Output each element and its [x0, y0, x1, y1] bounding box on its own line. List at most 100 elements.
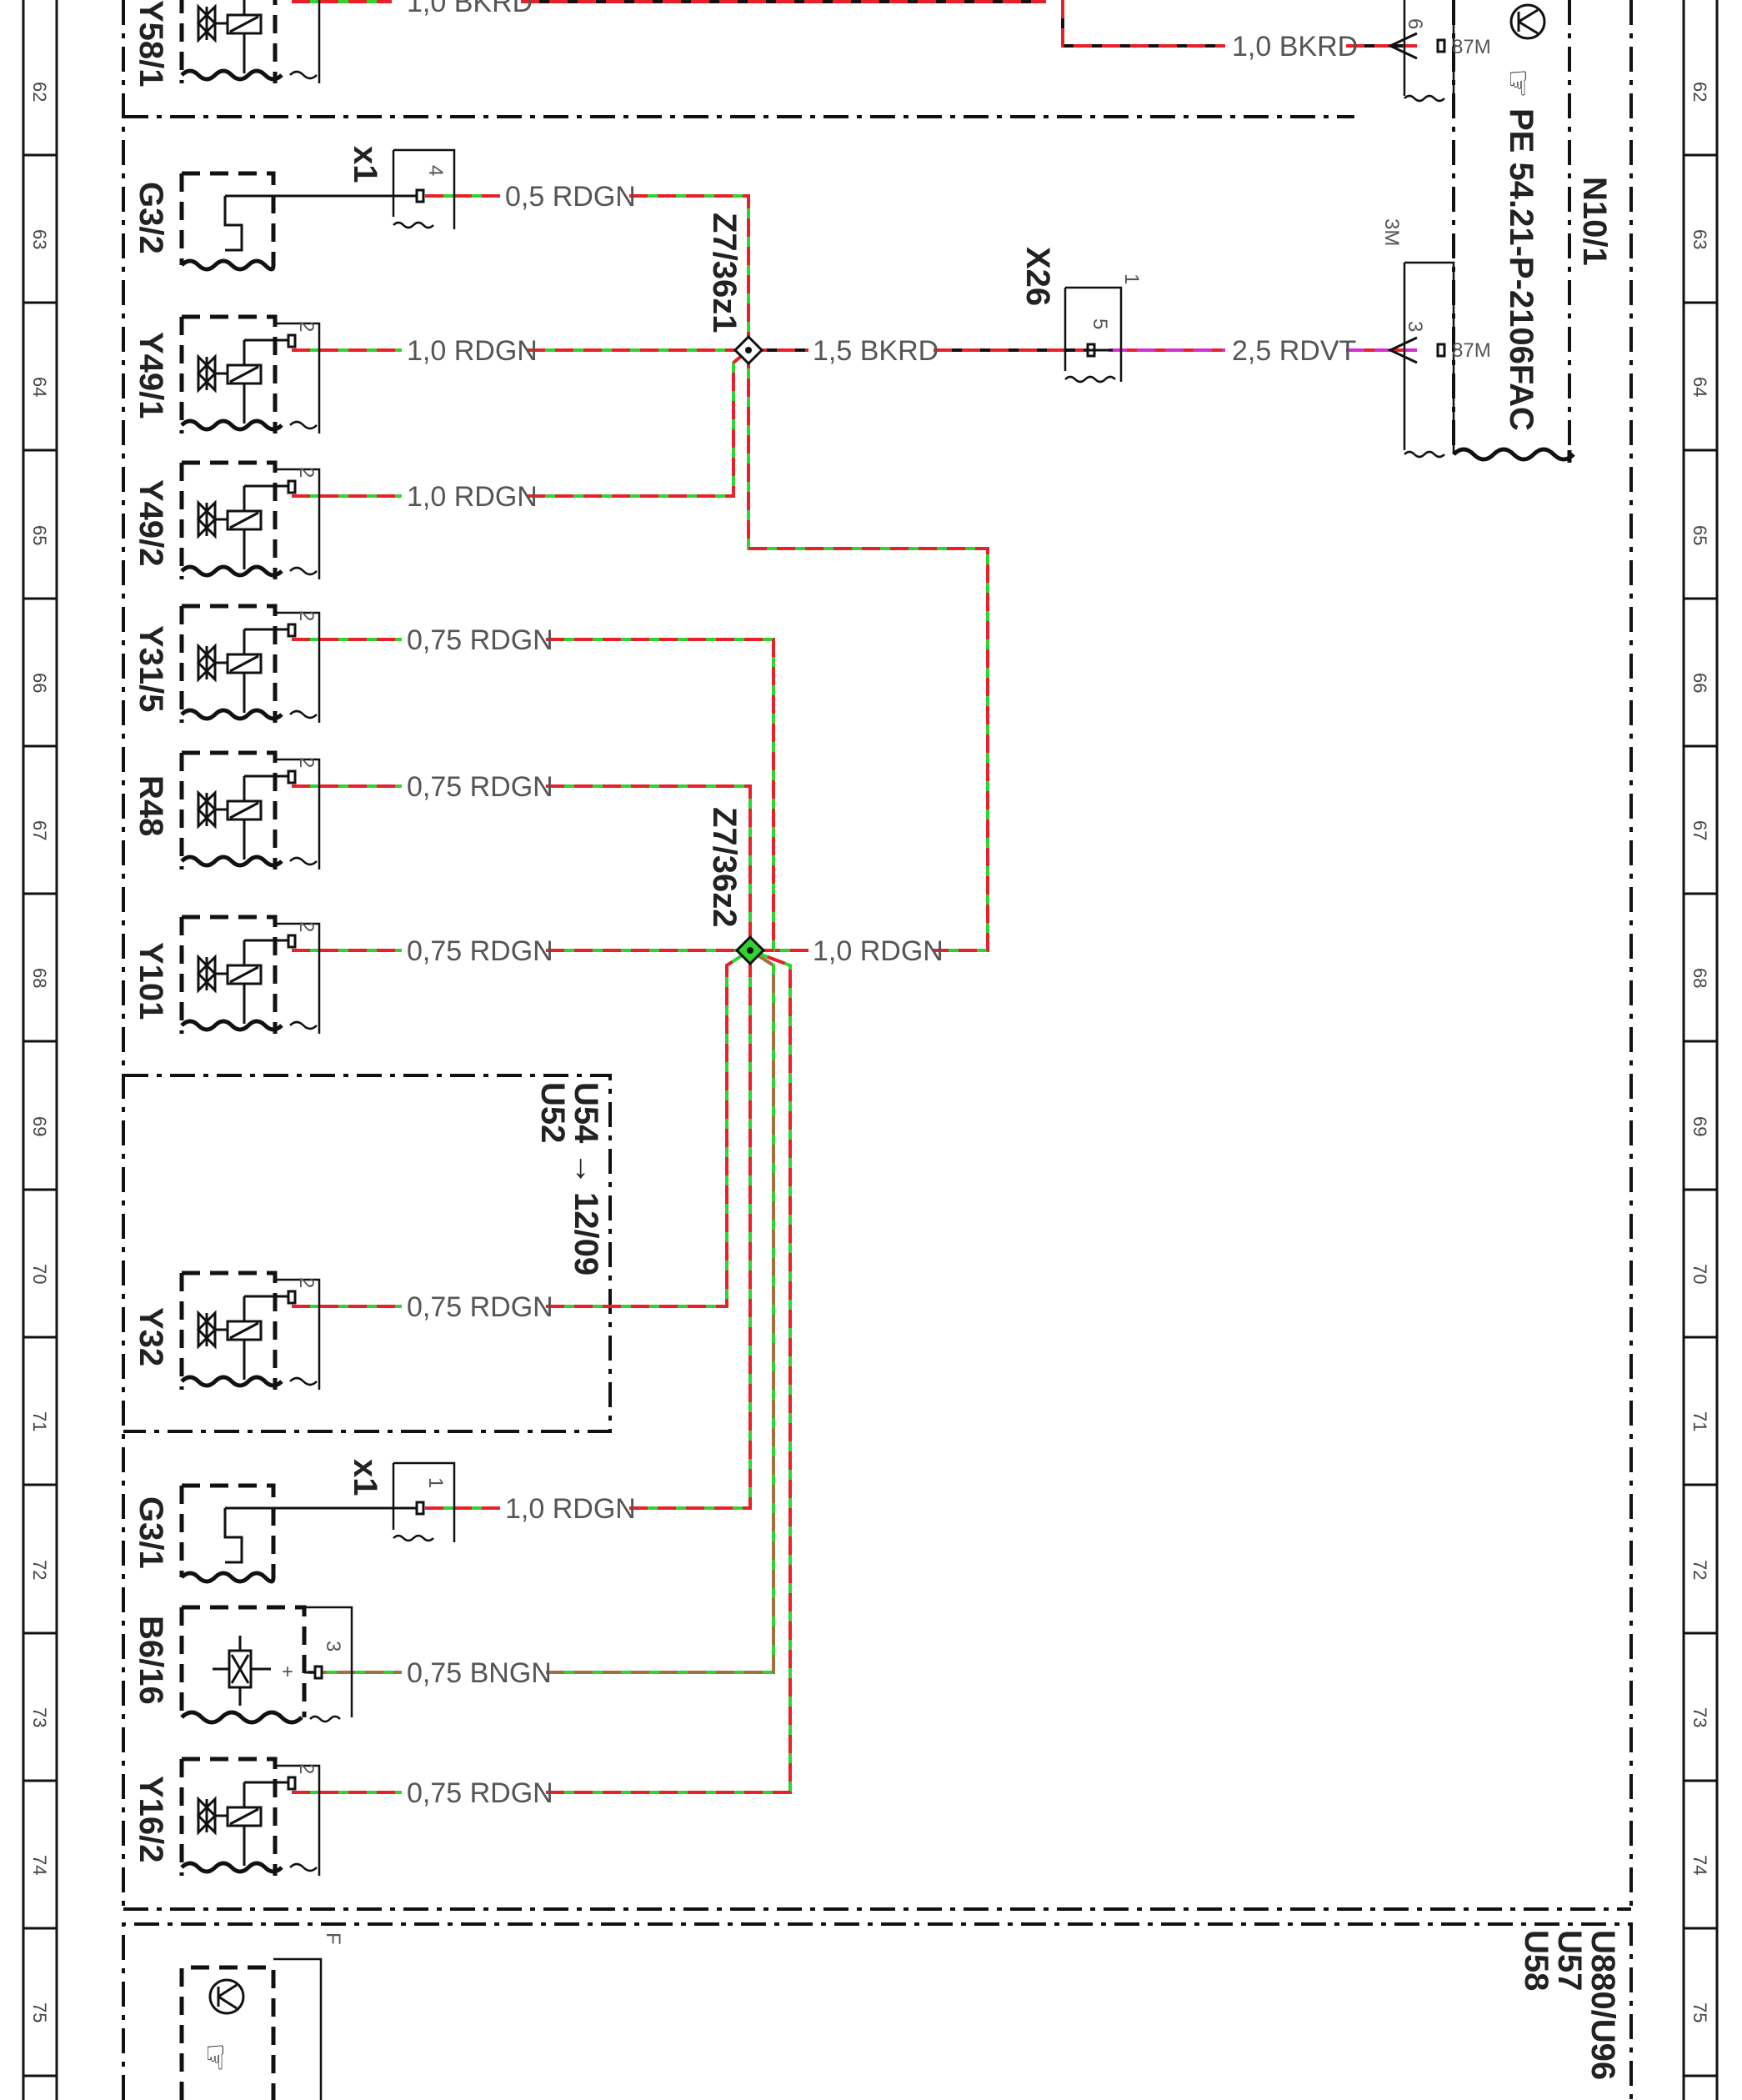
wire-label-g3-2: 0,5 RDGN — [505, 181, 636, 213]
ruler-73-right: 73 — [1689, 1707, 1710, 1727]
wire-label-z2-out: 1,0 RDGN — [813, 935, 944, 967]
comp-r48 — [181, 752, 319, 870]
label-n10-1: N10/1 — [1576, 177, 1613, 266]
wire-splice-loop-stripe — [747, 350, 989, 952]
comp-y31-5 — [181, 605, 319, 723]
comp-y101 — [181, 916, 319, 1034]
comp-y49-1 — [181, 316, 319, 434]
ruler-73-left: 73 — [29, 1707, 50, 1727]
ruler-69-left: 69 — [29, 1116, 50, 1136]
label-b6-16: B6/16 — [133, 1616, 169, 1705]
comp-n10-1 — [1387, 0, 1575, 463]
left-ruler: 62 63 64 65 66 67 68 69 70 71 72 73 74 7… — [22, 0, 58, 2100]
label-y31-5: Y31/5 — [133, 625, 169, 713]
ruler-63-left: 63 — [29, 229, 50, 249]
wire-label-r48: 0,75 RDGN — [407, 771, 553, 803]
ruler-70-left: 70 — [29, 1264, 50, 1284]
wire-label-y31-5: 0,75 RDGN — [407, 624, 553, 656]
wire-label-b6-16: 0,75 BNGN — [407, 1657, 552, 1689]
comp-y32 — [181, 1272, 319, 1390]
wire-g3-1-b — [629, 950, 752, 1510]
wire-top-right — [1061, 0, 1225, 48]
wire-g3-2-b-stripe — [629, 194, 750, 350]
pin-y16-2: 2 — [295, 1763, 318, 1774]
ruler-72-left: 72 — [29, 1560, 50, 1580]
label-y101: Y101 — [133, 942, 169, 1020]
bottom-frame — [122, 1922, 1633, 2100]
ref-bottom-1: U880/U96 — [1584, 1930, 1621, 2080]
ruler-71-left: 71 — [29, 1411, 50, 1431]
label-x1-a: x1 — [347, 146, 383, 183]
comp-g3-2 — [179, 148, 456, 272]
label-g3-2: G3/2 — [133, 182, 169, 254]
ruler-68-left: 68 — [29, 968, 50, 988]
wire-y49-2-b — [527, 348, 750, 498]
ruler-67-left: 67 — [29, 820, 50, 840]
wire-label-top-left: 1,0 BKRD — [407, 0, 533, 18]
u54-u52-frame — [123, 1074, 612, 1433]
wire-b6-16-b — [546, 949, 775, 1674]
wire-label-y16-2: 0,75 RDGN — [407, 1777, 553, 1809]
ruler-65-left: 65 — [29, 525, 50, 545]
wire-top-right-stripe — [1061, 0, 1225, 48]
pin-n10-6: 6 — [1404, 18, 1426, 29]
label-z7-36z1: Z7/36z1 — [706, 213, 743, 333]
pin-y31-5: 2 — [295, 610, 318, 621]
label-g3-1: G3/1 — [133, 1496, 169, 1569]
ruler-70-right: 70 — [1689, 1264, 1710, 1284]
wire-r48-b-stripe — [546, 784, 752, 950]
wire-label-top-right: 1,0 BKRD — [1232, 31, 1358, 63]
label-y16-2: Y16/2 — [133, 1776, 169, 1863]
ruler-75-left: 75 — [29, 2002, 50, 2022]
comp-y16-2 — [181, 1758, 319, 1876]
ruler-62-right: 62 — [1689, 82, 1710, 102]
pin-n10-87m-b: 87M — [1452, 339, 1491, 362]
label-y49-1: Y49/1 — [133, 332, 169, 419]
wire-label-x26-in: 1,5 BKRD — [813, 335, 939, 367]
label-z7-36z2: Z7/36z2 — [706, 807, 743, 928]
pin-y101: 2 — [295, 921, 318, 932]
splice-z7-36z2 — [734, 935, 766, 966]
pin-y49-2: 2 — [295, 467, 318, 478]
wire-label-x26-out: 2,5 RDVT — [1232, 335, 1356, 367]
ref-u52: U52 — [534, 1082, 571, 1143]
label-x1-b: x1 — [347, 1459, 383, 1496]
pin-bottom-f: F — [322, 1932, 344, 1945]
label-y49-2: Y49/2 — [133, 479, 169, 567]
wire-y16-2-b-stripe — [546, 949, 792, 1794]
ruler-72-right: 72 — [1689, 1560, 1710, 1580]
wire-label-y49-1: 1,0 RDGN — [407, 335, 538, 367]
splice-z7-36z1 — [733, 334, 764, 366]
wires — [292, 0, 1417, 1794]
ruler-69-right: 69 — [1689, 1116, 1710, 1136]
pin-g3-1: 1 — [424, 1477, 447, 1488]
pin-b6-16-plus: + — [282, 1661, 293, 1683]
ruler-68-right: 68 — [1689, 968, 1710, 988]
pin-n10-3m: 3M — [1380, 218, 1403, 246]
wire-y32-b-stripe — [546, 949, 752, 1308]
label-y32: Y32 — [133, 1307, 169, 1366]
pin-y32: 2 — [295, 1277, 318, 1288]
pin-r48: 2 — [295, 757, 318, 768]
right-ruler: 62 63 64 65 66 67 68 69 70 71 72 73 74 7… — [1682, 0, 1719, 2100]
hand-pointer-icon-bottom: ☞ — [197, 2042, 233, 2072]
pin-n10-87m-a: 87M — [1452, 36, 1491, 58]
wire-y16-2-b — [546, 949, 792, 1794]
comp-bottom-transistor — [179, 1957, 323, 2100]
pin-x26-1: 1 — [1120, 273, 1143, 284]
ref-pe: PE 54.21-P-2106FAC — [1503, 108, 1539, 431]
ruler-63-right: 63 — [1689, 229, 1710, 249]
wire-label-y32: 0,75 RDGN — [407, 1291, 553, 1323]
wire-label-g3-1: 1,0 RDGN — [505, 1493, 636, 1525]
ref-u54: U54 — [568, 1082, 604, 1144]
comp-g3-1 — [179, 1461, 456, 1584]
pin-b6-16: 3 — [322, 1641, 344, 1651]
wire-b6-16-b-stripe — [546, 949, 775, 1674]
ruler-75-right: 75 — [1689, 2002, 1710, 2022]
ref-bottom-2: U57 — [1551, 1930, 1588, 1991]
comp-x26 — [1064, 286, 1123, 383]
pin-n10-3: 3 — [1404, 321, 1426, 332]
ruler-74-right: 74 — [1689, 1855, 1710, 1875]
pin-g3-2: 4 — [424, 165, 447, 176]
ruler-67-right: 67 — [1689, 820, 1710, 840]
